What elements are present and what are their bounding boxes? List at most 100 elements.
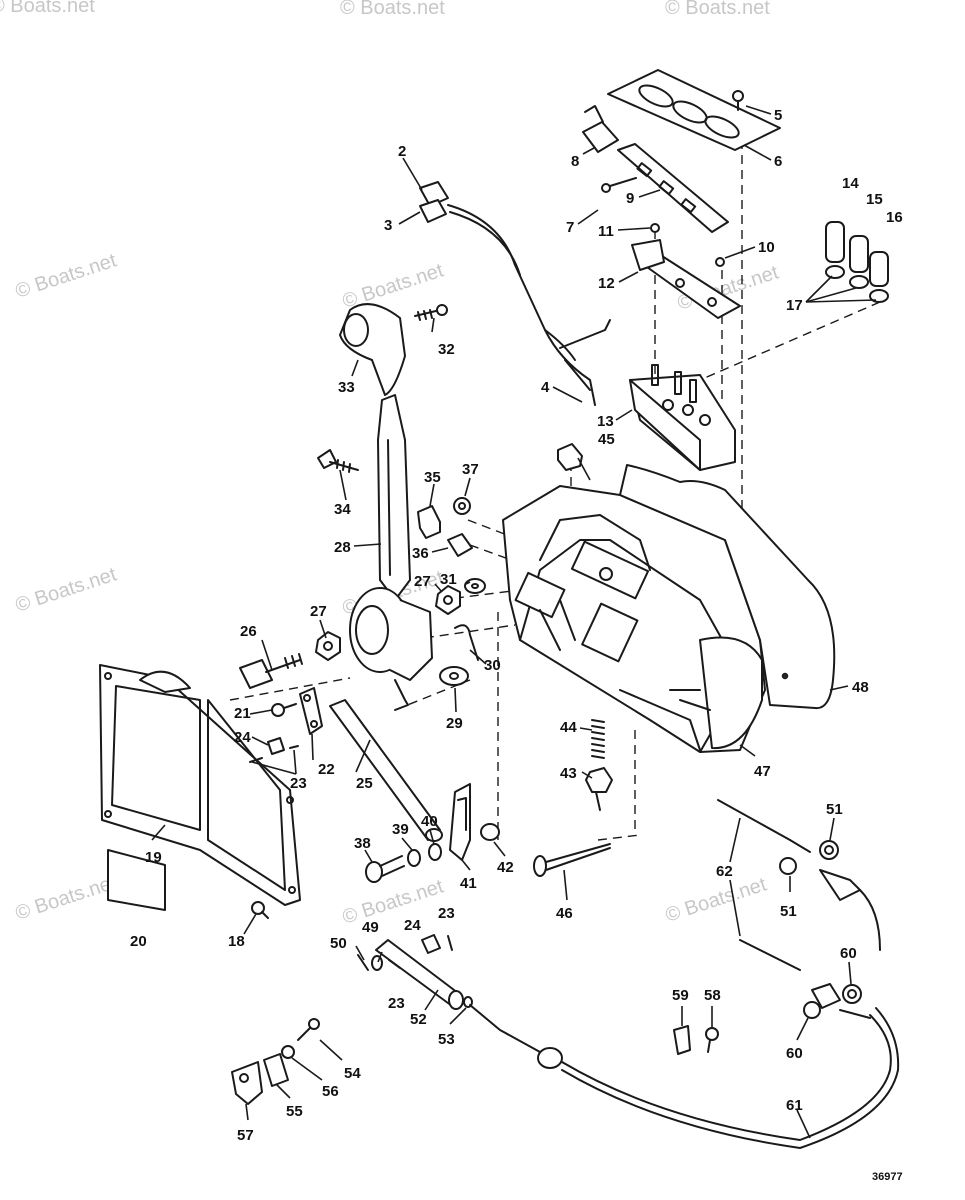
callout-43: 43: [560, 765, 577, 782]
callout-32: 32: [438, 341, 455, 358]
callout-46: 46: [556, 905, 573, 922]
screw: [650, 223, 660, 233]
callout-26: 26: [240, 623, 257, 640]
callout-28: 28: [334, 539, 351, 556]
long-screw: [533, 843, 611, 877]
decal-plate: [607, 69, 781, 151]
callout-24: 24: [234, 729, 251, 746]
detent-plunger: [585, 767, 613, 811]
callout-30: 30: [484, 657, 501, 674]
callout-20: 20: [130, 933, 147, 950]
pin: [421, 934, 441, 954]
callout-47: 47: [754, 763, 771, 780]
callout-15: 15: [866, 191, 883, 208]
screw: [297, 1018, 320, 1041]
nut: [819, 840, 839, 860]
bolt: [317, 449, 359, 473]
callout-54: 54: [344, 1065, 361, 1082]
handle-hub: [349, 587, 433, 711]
callout-21: 21: [234, 705, 251, 722]
nut: [803, 1001, 821, 1019]
callout-37: 37: [462, 461, 479, 478]
spring: [591, 719, 605, 759]
toggle-switch: [582, 105, 619, 153]
callout-33: 33: [338, 379, 355, 396]
bushing: [480, 823, 500, 841]
callout-60: 60: [786, 1045, 803, 1062]
retainer-clip: [388, 935, 453, 969]
callout-23: 23: [388, 995, 405, 1012]
callout-18: 18: [228, 933, 245, 950]
callout-42: 42: [497, 859, 514, 876]
callout-39: 39: [392, 821, 409, 838]
clip: [447, 533, 473, 557]
callout-31: 31: [440, 571, 457, 588]
nut: [779, 857, 797, 875]
throttle-grip: [339, 303, 406, 396]
bolt: [239, 653, 303, 689]
callout-2: 2: [398, 143, 406, 160]
callout-labels: 2 3 4 5 6 7 8 9 10 11 12 13 14 15 16 17 …: [130, 107, 903, 1144]
watermark: © Boats.net: [0, 0, 95, 17]
clip: [417, 505, 441, 539]
callout-10: 10: [758, 239, 775, 256]
shift-link: [299, 687, 323, 735]
control-cable: [469, 1004, 900, 1149]
callout-57: 57: [237, 1127, 254, 1144]
callout-51: 51: [780, 903, 797, 920]
callout-17: 17: [786, 297, 803, 314]
callout-11: 11: [598, 223, 614, 240]
callout-9: 9: [626, 190, 634, 207]
sleeve: [825, 221, 845, 279]
control-cable: [717, 799, 881, 1019]
callout-51: 51: [826, 801, 843, 818]
control-box-housing: [502, 485, 766, 753]
callout-24: 24: [404, 917, 421, 934]
callout-34: 34: [334, 501, 351, 518]
callout-48: 48: [852, 679, 869, 696]
callout-50: 50: [330, 935, 347, 952]
callout-4: 4: [541, 379, 550, 396]
callout-7: 7: [566, 219, 574, 236]
callout-45: 45: [598, 431, 615, 448]
callout-25: 25: [356, 775, 373, 792]
callout-56: 56: [322, 1083, 339, 1100]
washer: [371, 955, 383, 971]
cover-plate: [619, 464, 836, 710]
watermark: © Boats.net: [13, 871, 120, 924]
callout-16: 16: [886, 209, 903, 226]
callout-3: 3: [384, 217, 392, 234]
stop-block: [557, 443, 583, 471]
watermark: © Boats.net: [340, 875, 447, 928]
switch-bracket: [617, 143, 729, 233]
callout-52: 52: [410, 1011, 427, 1028]
callout-12: 12: [598, 275, 615, 292]
nut: [315, 631, 341, 661]
washer: [439, 666, 469, 686]
callout-62: 62: [716, 863, 733, 880]
switch-housing: [629, 364, 736, 471]
screw: [414, 304, 448, 321]
cable-anchor: [231, 1061, 263, 1105]
drawing-number: 36977: [872, 1171, 903, 1183]
callout-8: 8: [571, 153, 579, 170]
callout-59: 59: [672, 987, 689, 1004]
watermark: © Boats.net: [340, 259, 447, 312]
washer: [281, 1045, 295, 1059]
callout-61: 61: [786, 1097, 803, 1114]
cable-anchor: [263, 1053, 289, 1087]
callout-44: 44: [560, 719, 577, 736]
sleeve: [849, 235, 869, 289]
screw: [601, 177, 637, 193]
callout-40: 40: [421, 813, 438, 830]
watermark: © Boats.net: [663, 873, 770, 926]
screw: [271, 703, 297, 717]
screw: [705, 1027, 719, 1053]
watermark: © Boats.net: [665, 0, 770, 19]
pin: [267, 737, 285, 755]
callout-36: 36: [412, 545, 429, 562]
callout-49: 49: [362, 919, 379, 936]
leader-lines: [151, 105, 877, 1139]
screw: [732, 90, 744, 111]
callout-41: 41: [460, 875, 477, 892]
